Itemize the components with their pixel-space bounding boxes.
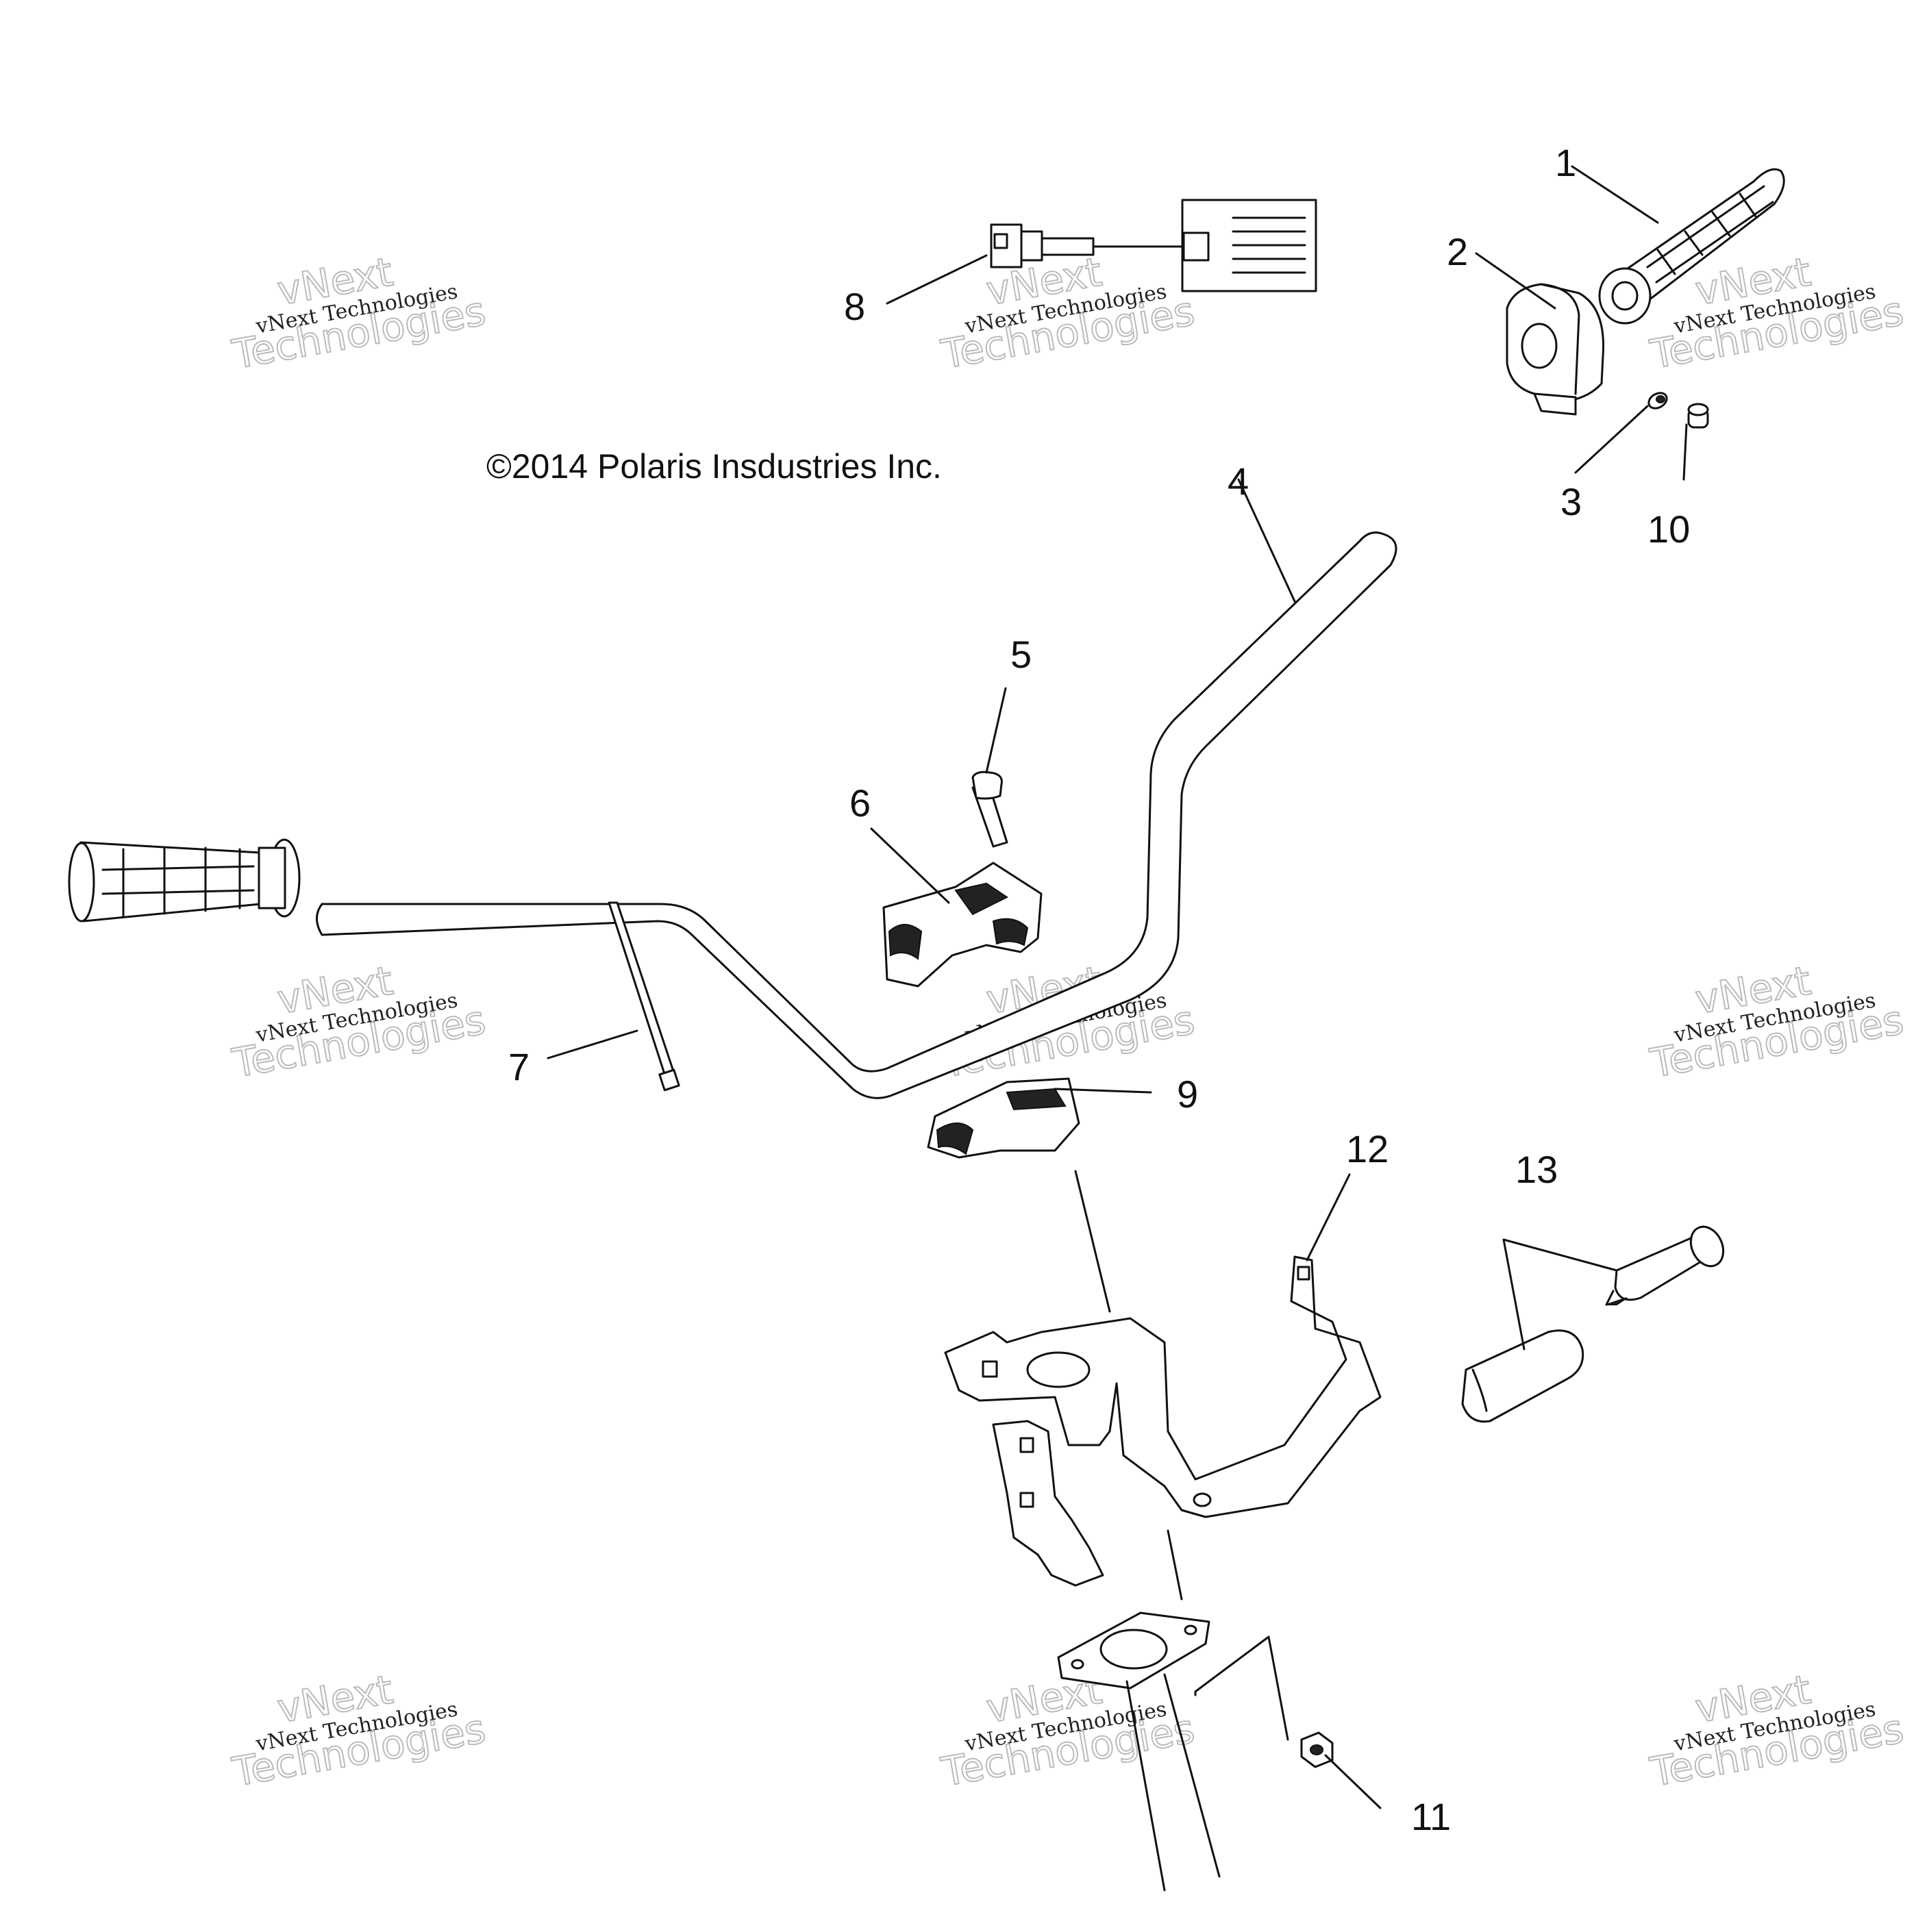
part-5-bolt xyxy=(971,770,1008,848)
watermark-mid-left: vNext vNext Technologies Technologies xyxy=(228,957,490,1088)
leader-1 xyxy=(1571,165,1659,224)
callout-labels: 1 2 3 4 5 6 7 8 9 10 11 12 13 xyxy=(508,141,1690,1838)
bracket-lower-slot-2 xyxy=(1019,1492,1034,1508)
leader-5 xyxy=(985,687,1007,774)
callout-5: 5 xyxy=(1010,633,1032,676)
part-6-upper-clamp xyxy=(882,862,1043,988)
leader-7 xyxy=(547,1029,638,1059)
left-grip-collar xyxy=(258,846,286,909)
bracket-lower-slot xyxy=(1019,1437,1034,1453)
watermark-bottom-right: vNext vNext Technologies Technologies xyxy=(1646,1666,1908,1796)
throttle-housing-bore xyxy=(1521,323,1558,369)
part-8-heater-harness xyxy=(990,199,1317,292)
leader-4 xyxy=(1237,478,1296,603)
callout-8: 8 xyxy=(844,285,865,328)
part-10-plug xyxy=(1687,403,1709,429)
harness-wire-sleeve xyxy=(1040,237,1095,256)
part-7-cable-tie xyxy=(608,901,680,1092)
leader-3 xyxy=(1574,405,1649,474)
leader-12 xyxy=(1306,1173,1351,1262)
left-grip-pattern xyxy=(101,846,255,918)
leader-2 xyxy=(1475,252,1556,310)
callout-6: 6 xyxy=(849,781,871,825)
throttle-housing-tab xyxy=(1533,392,1577,416)
callout-11: 11 xyxy=(1411,1795,1451,1838)
steering-column xyxy=(1057,1529,1221,1892)
leader-10 xyxy=(1682,423,1688,481)
watermark-top-mid: vNext vNext Technologies Technologies xyxy=(937,248,1199,379)
leader-6 xyxy=(870,827,950,904)
callout-12: 12 xyxy=(1346,1127,1389,1170)
callout-4: 4 xyxy=(1228,460,1249,503)
heater-pad-connector xyxy=(1182,231,1210,262)
leader-9 xyxy=(1054,1088,1152,1094)
leader-11 xyxy=(1324,1754,1382,1809)
watermark-bottom-left: vNext vNext Technologies Technologies xyxy=(228,1666,490,1796)
bracket-slot xyxy=(982,1360,998,1378)
right-grip-opening xyxy=(1611,281,1639,311)
bracket-center-hole xyxy=(1026,1351,1091,1388)
part-9-lower-clamp xyxy=(927,1077,1080,1159)
callout-1: 1 xyxy=(1555,141,1576,184)
copyright-text: ©2014 Polaris Insdustries Inc. xyxy=(486,447,942,486)
part-13-switches xyxy=(1461,1225,1725,1423)
part-4-handlebar xyxy=(316,531,1397,1099)
callout-13: 13 xyxy=(1515,1148,1558,1191)
leader-8 xyxy=(886,254,988,305)
part-1-right-grip xyxy=(1598,168,1785,325)
heater-element-traces xyxy=(1232,216,1306,274)
part-3-screw xyxy=(1647,392,1668,410)
bracket-arm-slot xyxy=(1297,1266,1310,1281)
leader-lines xyxy=(547,165,1688,1809)
harness-plug-neck xyxy=(1020,230,1043,262)
right-grip-pattern xyxy=(1646,185,1774,284)
leader-13 xyxy=(1502,1238,1618,1351)
callout-2: 2 xyxy=(1447,230,1468,273)
callout-7: 7 xyxy=(508,1045,530,1088)
bracket-arm-hole xyxy=(1193,1492,1212,1507)
part-11-nut xyxy=(1300,1731,1334,1768)
part-left-grip xyxy=(68,838,301,923)
part-2-throttle-housing xyxy=(1506,283,1605,416)
callout-3: 3 xyxy=(1560,480,1582,523)
callout-10: 10 xyxy=(1647,507,1690,551)
harness-plug-pin xyxy=(993,233,1008,249)
left-grip-end xyxy=(68,842,95,923)
leader-11-bracket xyxy=(1194,1635,1289,1741)
callout-9: 9 xyxy=(1177,1072,1198,1116)
steering-column-bore xyxy=(1099,1629,1168,1670)
part-12-bracket xyxy=(944,1255,1382,1587)
watermark-top-left: vNext vNext Technologies Technologies xyxy=(228,248,490,379)
steering-guide-line-upper xyxy=(1074,1170,1111,1313)
watermark-mid-right: vNext vNext Technologies Technologies xyxy=(1646,957,1908,1088)
